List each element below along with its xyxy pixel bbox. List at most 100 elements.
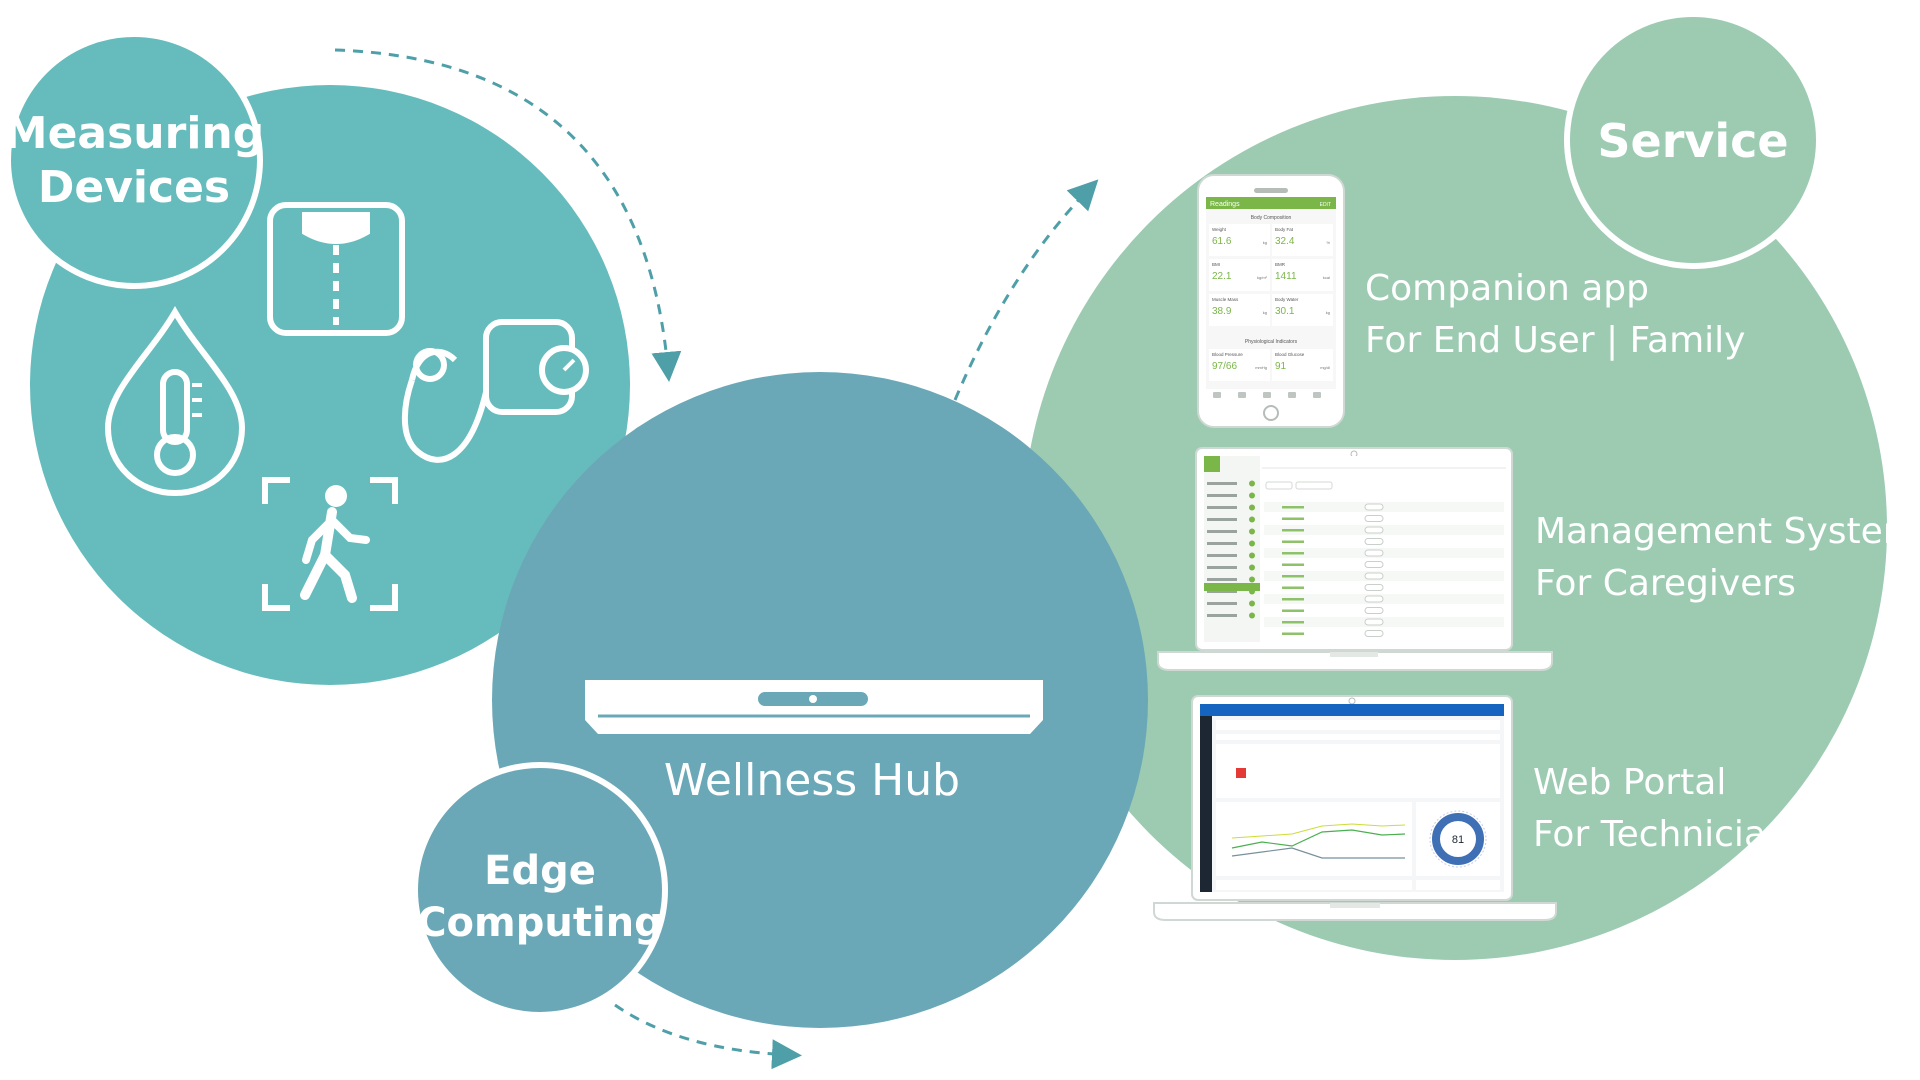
- mgmt-table-row: [1264, 513, 1504, 524]
- flow-arrow-devices-to-hub: [334, 48, 682, 382]
- phone-reading-unit: kg/m²: [1257, 275, 1268, 280]
- phone-header-right: EDIT: [1320, 202, 1331, 208]
- mgmt-row-pill: [1364, 503, 1384, 511]
- phone-reading-value: 61.6: [1212, 236, 1232, 247]
- phone-reading-cell: Body Water 30.1 kg: [1272, 294, 1333, 326]
- mgmt-sidebar-badge: [1249, 600, 1255, 607]
- portal-gauge-value: 81: [1452, 834, 1464, 846]
- mgmt-row-name: [1282, 586, 1304, 589]
- web-portal-line1: Web Portal: [1533, 762, 1726, 803]
- walking-person-detection-icon: [262, 477, 398, 611]
- edge-computing-badge: [412, 762, 668, 1018]
- mgmt-row-pill: [1364, 526, 1384, 534]
- web-portal-line2: For Technicians: [1533, 814, 1808, 855]
- phone-reading-unit: kg: [1263, 310, 1267, 315]
- mgmt-sidebar-item: [1207, 578, 1237, 581]
- phone-reading-unit: kcal: [1323, 275, 1330, 280]
- mgmt-table-row: [1264, 605, 1504, 616]
- mgmt-row-name: [1282, 598, 1304, 601]
- blood-pressure-monitor-icon: [401, 319, 589, 463]
- service-badge: [1564, 11, 1822, 269]
- mgmt-table-row: [1264, 525, 1504, 535]
- mgmt-table-row: [1264, 559, 1504, 570]
- measuring-devices-badge: [5, 31, 263, 289]
- phone-reading-value: 97/66: [1212, 361, 1237, 372]
- phone-reading-label: Body Water: [1275, 297, 1299, 302]
- phone-reading-cell: Blood Glucose 91 mg/dl: [1272, 349, 1333, 381]
- mgmt-table-row: [1264, 582, 1504, 593]
- wellness-hub-label: Wellness Hub: [664, 755, 960, 806]
- mgmt-sidebar-item: [1207, 506, 1237, 509]
- mgmt-row-name: [1282, 529, 1304, 532]
- mgmt-sidebar-badge: [1249, 540, 1255, 547]
- mgmt-sidebar-item: [1207, 482, 1237, 485]
- flow-arrow-edge-out: [614, 1003, 802, 1070]
- mgmt-row-pill: [1364, 561, 1384, 568]
- mgmt-sidebar-item: [1207, 590, 1237, 593]
- phone-reading-unit: mg/dl: [1320, 365, 1330, 370]
- mgmt-table-row: [1264, 628, 1504, 639]
- phone-reading-value: 1411: [1275, 271, 1297, 282]
- mgmt-sidebar-item: [1207, 518, 1237, 521]
- mgmt-table-row: [1264, 536, 1504, 547]
- flow-arrow-hub-to-service: [953, 179, 1099, 401]
- wellness-hub-device: [585, 680, 1043, 734]
- companion-app-line1: Companion app: [1365, 268, 1649, 309]
- mgmt-sidebar-item: [1207, 566, 1237, 569]
- phone-reading-label: Body Fat: [1275, 227, 1294, 232]
- mgmt-row-pill: [1364, 584, 1384, 591]
- mgmt-sidebar-badge: [1249, 552, 1255, 559]
- mgmt-table-row: [1264, 548, 1504, 558]
- phone-reading-value: 38.9: [1212, 306, 1232, 317]
- phone-reading-label: Muscle Mass: [1212, 297, 1239, 302]
- mgmt-table-row: [1264, 502, 1504, 512]
- companion-app-phone: Readings EDIT Body Composition Physiolog…: [1197, 174, 1345, 428]
- service-title: Service: [1597, 114, 1788, 168]
- mgmt-sidebar-item: [1207, 530, 1237, 533]
- mgmt-table-row: [1264, 571, 1504, 581]
- mgmt-row-name: [1282, 517, 1304, 520]
- mgmt-sidebar-item: [1207, 554, 1237, 557]
- mgmt-row-name: [1282, 563, 1304, 566]
- mgmt-row-pill: [1364, 572, 1384, 580]
- phone-reading-value: 91: [1275, 361, 1287, 372]
- web-portal-laptop: 81: [1153, 695, 1557, 921]
- phone-reading-label: Blood Pressure: [1212, 352, 1243, 357]
- phone-reading-label: BMI: [1212, 262, 1220, 267]
- mgmt-sidebar-badge: [1249, 516, 1255, 523]
- phone-reading-label: Weight: [1212, 227, 1227, 232]
- phone-reading-label: Blood Glucose: [1275, 352, 1305, 357]
- mgmt-row-name: [1282, 575, 1304, 578]
- phone-reading-value: 30.1: [1275, 306, 1295, 317]
- mgmt-sidebar-badge: [1249, 480, 1255, 487]
- phone-section-body: Body Composition: [1251, 215, 1292, 221]
- mgmt-row-name: [1282, 609, 1304, 612]
- phone-reading-value: 22.1: [1212, 271, 1232, 282]
- phone-reading-unit: kg: [1326, 310, 1330, 315]
- management-system-laptop: [1157, 447, 1553, 671]
- mgmt-row-pill: [1364, 549, 1384, 557]
- measuring-devices-title-line2: Devices: [38, 162, 230, 213]
- measuring-devices-title-line1: Measuring: [4, 108, 264, 159]
- mgmt-row-pill: [1364, 618, 1384, 626]
- phone-reading-unit: %: [1326, 240, 1330, 245]
- mgmt-sidebar-badge: [1249, 492, 1255, 499]
- mgmt-row-name: [1282, 632, 1304, 635]
- phone-reading-cell: Muscle Mass 38.9 kg: [1209, 294, 1270, 326]
- mgmt-row-pill: [1364, 595, 1384, 603]
- phone-reading-cell: BMI 22.1 kg/m²: [1209, 259, 1270, 291]
- companion-app-line2: For End User | Family: [1365, 320, 1745, 361]
- mgmt-sidebar-badge: [1249, 504, 1255, 511]
- mgmt-sidebar-badge: [1249, 564, 1255, 571]
- mgmt-row-name: [1282, 552, 1304, 555]
- phone-reading-unit: mmHg: [1255, 365, 1267, 370]
- mgmt-table-row: [1264, 594, 1504, 604]
- phone-section-physio: Physiological Indicators: [1245, 339, 1298, 345]
- weight-scale-icon: [267, 202, 405, 336]
- mgmt-row-pill: [1364, 607, 1384, 614]
- management-system-line1: Management System: [1535, 511, 1918, 552]
- mgmt-sidebar-item: [1207, 542, 1237, 545]
- mgmt-sidebar-badge: [1249, 612, 1255, 619]
